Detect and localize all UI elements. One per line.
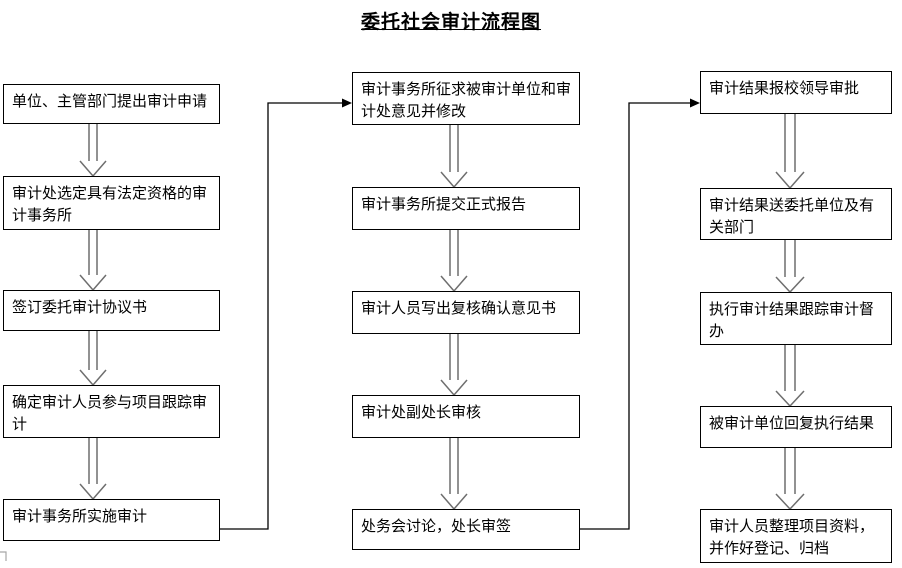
down-arrow-l3-l4: [79, 331, 107, 387]
connector-left-to-middle: [220, 98, 352, 530]
flow-step-middle-3: 审计人员写出复核确认意见书: [352, 291, 580, 334]
flow-step-middle-4: 审计处副处长审核: [352, 395, 580, 438]
page-title: 委托社会审计流程图: [360, 12, 541, 33]
flow-step-right-2: 审计结果送委托单位及有关部门: [700, 188, 892, 240]
down-arrow-l2-l3: [79, 230, 107, 292]
flow-step-middle-5: 处务会讨论，处长审签: [352, 509, 580, 550]
flow-step-left-4: 确定审计人员参与项目跟踪审计: [3, 385, 220, 438]
down-arrow-l1-l2: [79, 124, 107, 178]
connector-middle-to-right: [579, 98, 700, 530]
flow-step-right-5: 审计人员整理项目资料，并作好登记、归档: [700, 509, 892, 563]
down-arrow-r4-r5: [775, 448, 805, 511]
cropped-shape-artifact: [0, 551, 7, 561]
flow-step-left-3: 签订委托审计协议书: [3, 290, 220, 331]
down-arrow-r1-r2: [775, 114, 805, 190]
down-arrow-m3-m4: [440, 334, 468, 397]
down-arrow-m1-m2: [440, 125, 468, 189]
flow-step-right-3: 执行审计结果跟踪审计督办: [700, 292, 892, 345]
flow-step-left-2: 审计处选定具有法定资格的审计事务所: [3, 176, 220, 230]
down-arrow-l4-l5: [79, 438, 107, 501]
flow-step-right-1: 审计结果报校领导审批: [700, 71, 892, 114]
flow-step-middle-2: 审计事务所提交正式报告: [352, 187, 580, 230]
down-arrow-r3-r4: [775, 345, 805, 408]
flow-step-left-1: 单位、主管部门提出审计申请: [3, 84, 220, 124]
down-arrow-m4-m5: [440, 438, 468, 511]
flow-step-left-5: 审计事务所实施审计: [3, 499, 220, 541]
down-arrow-m2-m3: [440, 230, 468, 293]
down-arrow-r2-r3: [775, 240, 805, 294]
flow-step-middle-1: 审计事务所征求被审计单位和审计处意见并修改: [352, 72, 580, 125]
flow-step-right-4: 被审计单位回复执行结果: [700, 406, 892, 448]
